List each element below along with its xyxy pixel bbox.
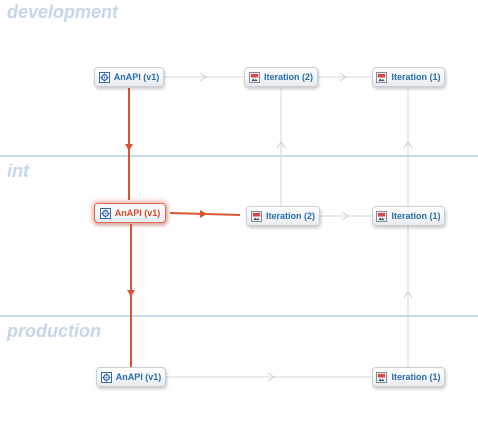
node-prod-anapi[interactable]: AnAPI (v1) bbox=[96, 367, 166, 387]
node-label: Iteration (1) bbox=[391, 372, 441, 382]
gear-icon bbox=[98, 71, 110, 83]
node-int-iteration-2[interactable]: Iteration (2) bbox=[246, 206, 320, 226]
node-prod-iteration-1[interactable]: Iteration (1) bbox=[372, 367, 445, 387]
node-label: Iteration (2) bbox=[263, 72, 313, 82]
node-label: AnAPI (v1) bbox=[115, 372, 162, 382]
edge-arrowhead bbox=[339, 72, 347, 82]
edge-arrowhead bbox=[267, 372, 275, 382]
lane-label-development: development bbox=[7, 2, 119, 22]
node-int-anapi-selected[interactable]: AnAPI (v1) bbox=[94, 203, 166, 223]
edge-arrowhead bbox=[200, 210, 207, 218]
edge-arrowhead bbox=[403, 291, 413, 299]
node-dev-iteration-1[interactable]: Iteration (1) bbox=[372, 67, 445, 87]
lane-label-int: int bbox=[7, 161, 29, 181]
lane-label-production: production bbox=[7, 321, 101, 341]
edge-arrowhead bbox=[403, 141, 413, 149]
node-dev-iteration-2[interactable]: Iteration (2) bbox=[244, 67, 318, 87]
iteration-icon bbox=[376, 71, 388, 83]
lane-divider bbox=[0, 155, 478, 157]
node-label: Iteration (1) bbox=[391, 72, 441, 82]
gear-icon bbox=[99, 207, 111, 219]
edge-arrowhead bbox=[199, 72, 207, 82]
gear-icon bbox=[100, 371, 112, 383]
node-dev-anapi[interactable]: AnAPI (v1) bbox=[94, 67, 164, 87]
node-label: Iteration (1) bbox=[391, 211, 441, 221]
iteration-icon bbox=[250, 210, 262, 222]
iteration-icon bbox=[376, 371, 388, 383]
edge-arrowhead bbox=[276, 141, 286, 149]
edge-arrowhead bbox=[125, 144, 133, 151]
iteration-icon bbox=[248, 71, 260, 83]
edge-arrowhead bbox=[127, 290, 135, 297]
node-int-iteration-1[interactable]: Iteration (1) bbox=[372, 206, 445, 226]
node-label: AnAPI (v1) bbox=[114, 208, 161, 218]
iteration-icon bbox=[376, 210, 388, 222]
node-label: Iteration (2) bbox=[265, 211, 315, 221]
edge-arrowhead bbox=[341, 211, 349, 221]
lane-divider bbox=[0, 315, 478, 317]
node-label: AnAPI (v1) bbox=[113, 72, 160, 82]
